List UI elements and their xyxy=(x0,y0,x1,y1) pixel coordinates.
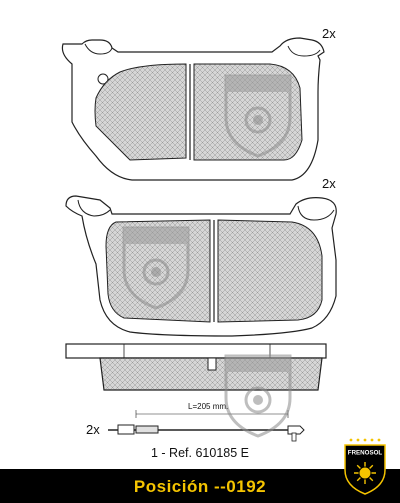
watermark-shield xyxy=(122,74,292,438)
svg-text:FRENOSOL: FRENOSOL xyxy=(348,450,383,457)
position-label: Posición --0192 xyxy=(133,477,267,496)
position-bar: Posición --0192 xyxy=(0,469,400,503)
wear-sensor xyxy=(108,410,305,442)
frenosol-logo: FRENOSOL xyxy=(344,438,386,495)
pad-middle xyxy=(65,195,337,337)
pad-top-quantity: 2x xyxy=(322,26,336,41)
sensor-length-label: L=205 mm. xyxy=(188,402,229,411)
pad-top-hole xyxy=(97,73,109,85)
pad-top-friction xyxy=(94,63,187,161)
pad-middle-quantity: 2x xyxy=(322,176,336,191)
reference-label: 1 - Ref. 610185 E xyxy=(151,446,249,460)
pad-top xyxy=(61,37,325,181)
sensor-quantity: 2x xyxy=(86,422,100,437)
